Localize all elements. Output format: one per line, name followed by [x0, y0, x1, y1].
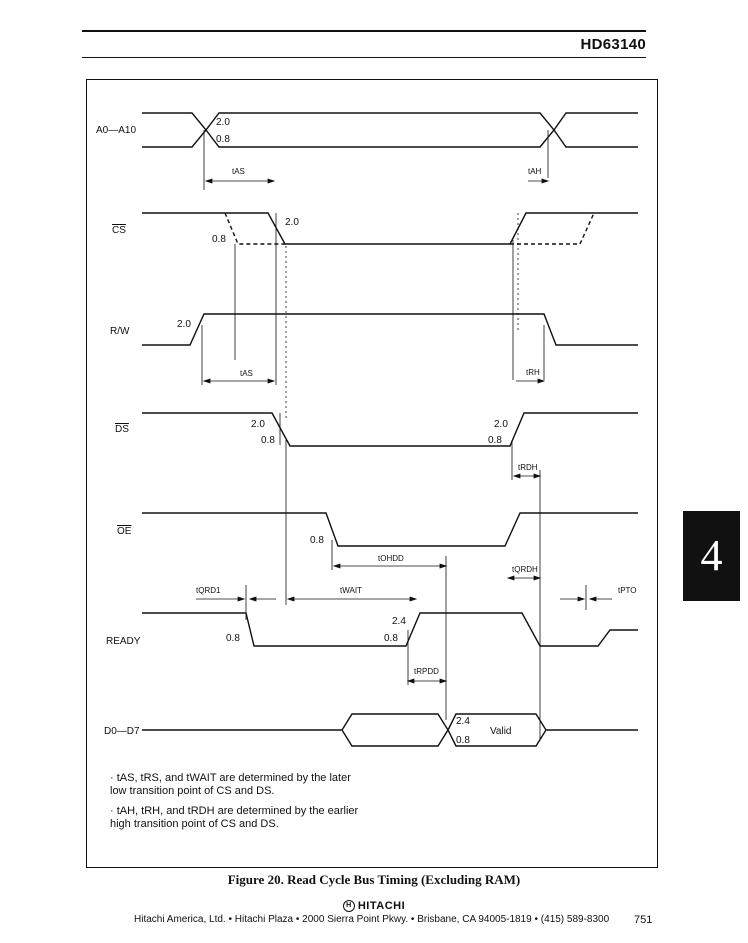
level-0-8-data: 0.8	[456, 735, 470, 746]
level-2-0-addr: 2.0	[216, 117, 230, 128]
addr-label: A0—A10	[96, 125, 136, 136]
ready-label: READY	[106, 636, 141, 647]
level-0-8-addr: 0.8	[216, 134, 230, 145]
param-tqrdh: tQRDH	[512, 565, 538, 574]
oe-waveform	[142, 512, 638, 547]
cs-dashed	[224, 212, 595, 245]
dotted-lines	[285, 213, 519, 420]
param-trh: tRH	[526, 368, 540, 377]
param-tpto: tPTO	[618, 586, 637, 595]
note-2-line-1: · tAH, tRH, and tRDH are determined by t…	[110, 805, 359, 817]
rw-waveform	[142, 313, 638, 346]
waveforms	[142, 112, 638, 747]
section-tab: 4	[683, 511, 740, 601]
param-tas-2: tAS	[240, 369, 253, 378]
level-0-8-ready: 0.8	[226, 633, 240, 644]
header-rule	[82, 30, 646, 32]
param-tah: tAH	[528, 167, 542, 176]
rw-label: R/W	[110, 326, 130, 337]
hitachi-logo-icon: H	[342, 900, 355, 913]
footer-address: Hitachi America, Ltd. • Hitachi Plaza • …	[134, 914, 610, 925]
param-tas-1: tAS	[232, 167, 245, 176]
oe-label: OE	[117, 526, 132, 537]
param-trdh: tRDH	[518, 463, 538, 472]
brand-name: HITACHI	[357, 900, 406, 912]
level-0-8-oe: 0.8	[310, 535, 324, 546]
timing-arrows	[196, 178, 612, 684]
level-2-0-cs: 2.0	[285, 217, 299, 228]
addr-waveform	[142, 112, 638, 148]
header-subrule	[82, 57, 646, 58]
data-waveform	[142, 713, 638, 747]
figure-frame	[86, 79, 658, 868]
param-twait: tWAIT	[340, 586, 362, 595]
cs-label: CS	[112, 225, 126, 236]
valid-label: Valid	[490, 726, 512, 737]
note-1-line-1: · tAS, tRS, and tWAIT are determined by …	[110, 772, 351, 784]
data-label: D0—D7	[104, 726, 140, 737]
ready-waveform	[142, 612, 638, 647]
level-2-0-ds: 2.0	[251, 419, 265, 430]
level-0-8-ds-rise: 0.8	[488, 435, 502, 446]
level-2-4-ready: 2.4	[392, 616, 406, 627]
param-trpdd: tRPDD	[414, 667, 439, 676]
level-2-0-rw: 2.0	[177, 319, 191, 330]
level-0-8-cs: 0.8	[212, 234, 226, 245]
reference-lines	[201, 130, 587, 740]
part-number: HD63140	[580, 36, 646, 53]
cs-waveform	[142, 212, 638, 245]
ds-waveform	[142, 412, 638, 447]
param-tohdd: tOHDD	[378, 554, 404, 563]
figure-caption: Figure 20. Read Cycle Bus Timing (Exclud…	[227, 872, 521, 887]
level-2-0-ds-rise: 2.0	[494, 419, 508, 430]
page-number: 751	[634, 914, 653, 926]
diagram-notes: · tAS, tRS, and tWAIT are determined by …	[110, 772, 358, 838]
level-0-8-ds: 0.8	[261, 435, 275, 446]
level-0-8-ready-rise: 0.8	[384, 633, 398, 644]
ds-label: DS	[115, 424, 129, 435]
level-2-4-data: 2.4	[456, 716, 470, 727]
note-2-line-2: high transition point of CS and DS.	[110, 818, 279, 830]
param-tqrd1: tQRD1	[196, 586, 221, 595]
note-1-line-2: low transition point of CS and DS.	[110, 785, 275, 797]
